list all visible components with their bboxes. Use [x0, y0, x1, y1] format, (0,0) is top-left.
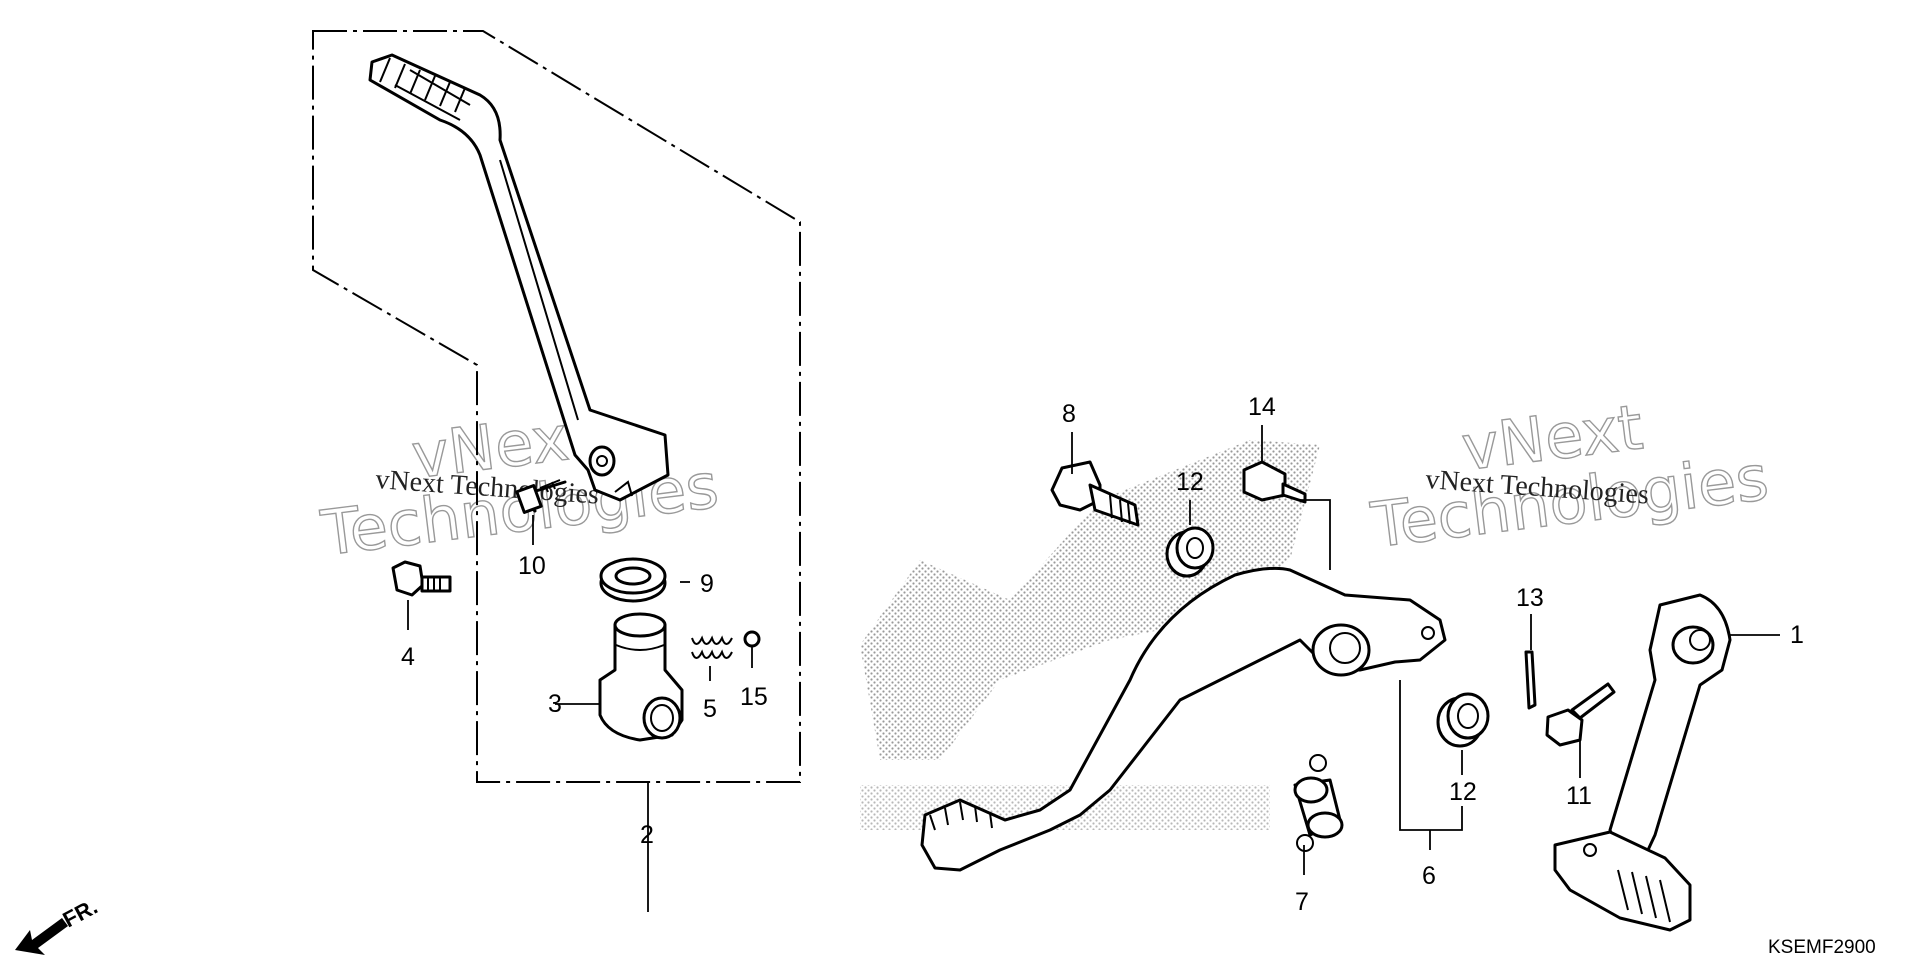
- seal-9: [599, 557, 667, 603]
- callout-2: 2: [640, 821, 654, 849]
- bolt-4: [391, 560, 452, 597]
- bolt-11: [1545, 682, 1616, 747]
- callout-9: 9: [700, 570, 714, 598]
- kickstarter-arm: [368, 53, 670, 502]
- front-indicator: FR.: [15, 894, 102, 955]
- spring-5: [691, 635, 733, 659]
- pivot-bolt-8: [1050, 460, 1140, 527]
- callout-12-lower: 12: [1449, 778, 1477, 806]
- pinion-3: [598, 612, 684, 742]
- callout-5: 5: [703, 695, 717, 723]
- brake-pedal: [920, 566, 1447, 872]
- callout-15: 15: [740, 683, 768, 711]
- shift-pedal: [1553, 593, 1732, 932]
- leader-lines: [407, 425, 1780, 912]
- spring-7: [1293, 754, 1344, 852]
- callout-11: 11: [1566, 782, 1592, 810]
- callout-13: 13: [1516, 584, 1544, 612]
- diagram-code: KSEMF2900: [1768, 937, 1876, 958]
- assembly-frame: [312, 30, 801, 783]
- callout-14: 14: [1248, 393, 1276, 421]
- callout-3: 3: [548, 690, 562, 718]
- watermark-left: vNext Technologies vNext Technologies: [316, 398, 723, 571]
- callout-12-upper: 12: [1176, 468, 1204, 496]
- bolt-10: [515, 479, 567, 514]
- callout-8: 8: [1062, 400, 1076, 428]
- front-arrow-icon: [15, 918, 68, 955]
- pin-13: [1524, 650, 1537, 710]
- collar-12-upper: [1165, 526, 1215, 578]
- collar-12-lower: [1436, 692, 1490, 748]
- watermark-right: vNext Technologies vNext Technologies: [1366, 390, 1773, 563]
- ball-15: [743, 630, 761, 648]
- callout-4: 4: [401, 643, 415, 671]
- callout-7: 7: [1295, 888, 1309, 916]
- callout-6: 6: [1422, 862, 1436, 890]
- callout-10: 10: [518, 552, 546, 580]
- callout-1: 1: [1790, 621, 1804, 649]
